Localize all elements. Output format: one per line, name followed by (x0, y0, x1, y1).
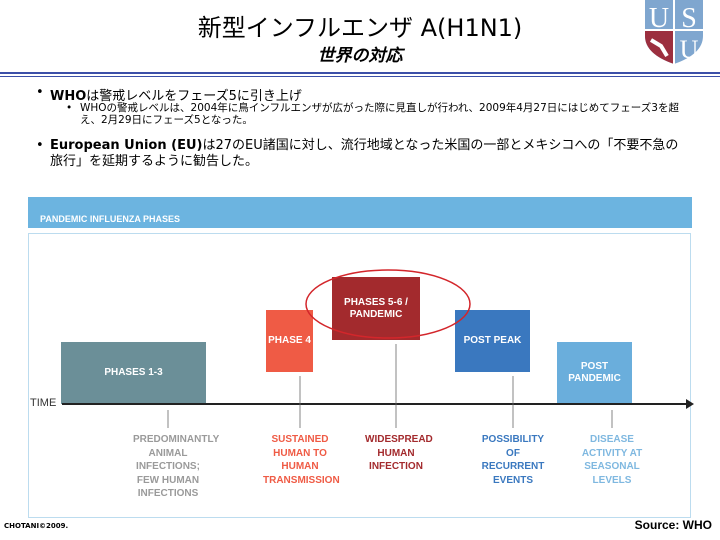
diagram-panel (28, 233, 691, 518)
bullet-text: は27のEU諸国に対し、流行地域となった米国の一部とメキシコへの「不要不急の旅行… (50, 138, 679, 169)
phase-desc-4: SUSTAINED HUMAN TO HUMAN TRANSMISSION (263, 434, 340, 486)
phase-box-5-6: PHASES 5-6 / PANDEMIC (332, 277, 420, 340)
slide-title: 新型インフルエンザ A(H1N1) (197, 14, 523, 42)
highlight-ellipse (305, 269, 471, 339)
svg-text:U: U (680, 35, 699, 64)
phase-desc-post-pandemic: DISEASE ACTIVITY AT SEASONAL LEVELS (581, 434, 643, 486)
slide-subtitle: 世界の対応 (317, 46, 403, 66)
bullet-1: •WHOは警戒レベルをフェーズ5に引き上げ (36, 85, 302, 104)
phase-box-post-pandemic: POST PANDEMIC (557, 342, 632, 404)
sub-bullet-1: •WHOの警戒レベルは、2004年に鳥インフルエンザが広がった際に見直しが行われ… (66, 102, 679, 126)
bullet-text: は警戒レベルをフェーズ5に引き上げ (86, 89, 302, 104)
phase-desc-post-peak: POSSIBILITY OF RECURRENT EVENTS (481, 434, 545, 486)
axis-label: TIME (30, 397, 57, 409)
pointer-arrows (167, 344, 613, 428)
diagram-header (28, 197, 692, 228)
usu-logo: U S U (643, 0, 705, 64)
phase-desc-1-3: PREDOMINANTLY ANIMAL INFECTIONS; FEW HUM… (133, 434, 220, 499)
phase-box-4: PHASE 4 (266, 310, 313, 372)
bullet-2: •European Union (EU)は27のEU諸国に対し、流行地域となった… (36, 138, 679, 169)
copyright: CHOTANI©2009. (4, 522, 69, 530)
header-rule (0, 76, 720, 77)
svg-text:S: S (681, 3, 697, 34)
phase-box-post-peak: POST PEAK (455, 310, 530, 372)
header-rule (0, 72, 720, 74)
svg-text:U: U (649, 3, 669, 34)
diagram-header-text: PANDEMIC INFLUENZA PHASES (40, 214, 181, 224)
sub-bullet-text: WHOの警戒レベルは、2004年に鳥インフルエンザが広がった際に見直しが行われ、… (80, 102, 679, 126)
bullet-bold: WHO (50, 89, 87, 104)
source: Source: WHO (634, 518, 712, 532)
bullet-bold: European Union (EU) (50, 138, 203, 153)
phase-desc-5-6: WIDESPREAD HUMAN INFECTION (365, 434, 433, 472)
phase-box-1-3: PHASES 1-3 (61, 342, 206, 404)
time-axis-arrow (686, 399, 694, 409)
